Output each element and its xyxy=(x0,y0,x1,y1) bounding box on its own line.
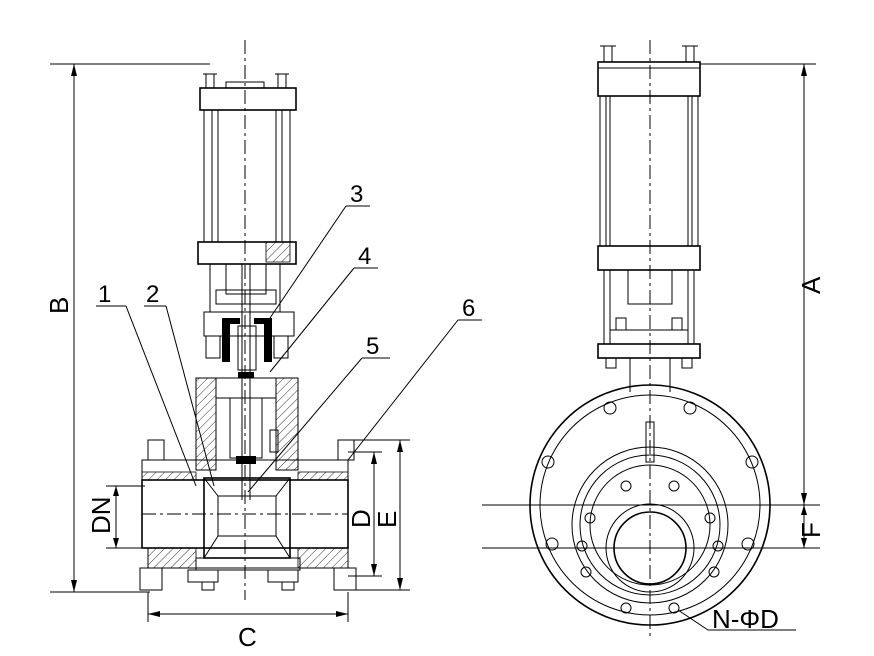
cylinder-top-cap xyxy=(199,73,297,111)
cylinder-bottom-cap xyxy=(197,241,297,265)
part-number-6: 6 xyxy=(462,295,475,322)
side-cylinder-body xyxy=(597,95,701,271)
valve-body xyxy=(139,439,357,591)
bolt-hole-callout: N-ΦD xyxy=(712,604,779,634)
dimension-label-a: A xyxy=(796,276,826,294)
packing-seal xyxy=(222,318,272,371)
side-yoke xyxy=(597,269,701,392)
part-number-3: 3 xyxy=(350,181,363,208)
dimension-label-e: E xyxy=(372,511,402,528)
part-number-4: 4 xyxy=(358,243,371,270)
part-number-1: 1 xyxy=(98,281,111,308)
dimension-label-dn: DN xyxy=(86,496,116,534)
dimension-label-b: B xyxy=(44,297,74,314)
leader-lines xyxy=(96,205,482,493)
valve-bonnet xyxy=(195,377,299,471)
part-number-5: 5 xyxy=(366,333,379,360)
dimension-label-d: D xyxy=(346,509,376,528)
part-number-2: 2 xyxy=(146,281,159,308)
dimension-label-f: F xyxy=(796,522,826,538)
valve-stem xyxy=(238,264,254,500)
yoke-bracket xyxy=(203,263,295,359)
side-view: A F N-ΦD xyxy=(482,40,826,640)
side-cylinder-top xyxy=(597,45,701,97)
front-section-view: 1 2 3 4 5 6 B DN C D E xyxy=(44,40,482,652)
cylinder-body xyxy=(203,109,291,243)
dimension-label-c: C xyxy=(238,622,257,652)
side-dimensions xyxy=(677,63,816,631)
side-flange xyxy=(529,384,771,626)
front-dimensions xyxy=(50,63,410,622)
